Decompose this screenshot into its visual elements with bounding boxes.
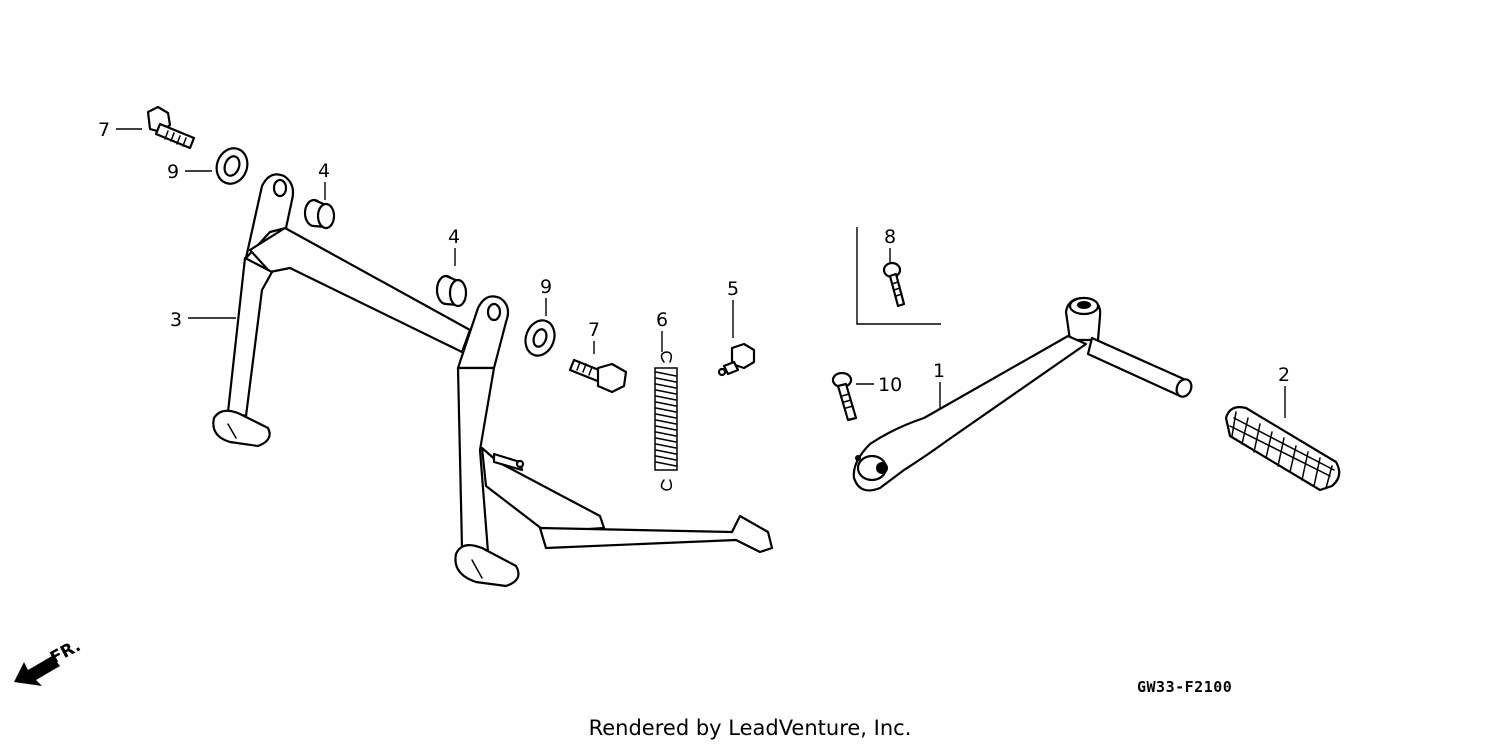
diagram-code: GW33-F2100 — [1137, 678, 1233, 696]
callout-4-upper[interactable]: 4 — [318, 160, 330, 200]
svg-text:7: 7 — [98, 119, 110, 141]
washer-left-icon — [215, 147, 249, 185]
callout-3[interactable]: 3 — [170, 309, 236, 331]
svg-text:9: 9 — [540, 276, 552, 298]
svg-text:2: 2 — [1278, 364, 1290, 386]
svg-text:4: 4 — [318, 160, 330, 182]
stand-collar-upper-icon — [303, 198, 336, 230]
svg-text:8: 8 — [884, 226, 896, 248]
callout-7-left[interactable]: 7 — [98, 119, 142, 141]
kick-lever-icon — [852, 296, 1193, 492]
kick-lever-bolt-icon — [882, 261, 906, 308]
spring-hook-bolt-icon — [717, 342, 756, 377]
stand-collar-lower-icon — [435, 274, 468, 308]
stand-bolt-left-icon — [146, 105, 196, 150]
callout-9-left[interactable]: 9 — [167, 161, 212, 183]
callout-2[interactable]: 2 — [1278, 364, 1290, 418]
svg-text:10: 10 — [878, 374, 902, 396]
callout-9-right[interactable]: 9 — [540, 276, 552, 316]
group-bracket — [856, 227, 941, 325]
kick-rubber-icon — [1224, 406, 1341, 492]
svg-text:6: 6 — [656, 309, 668, 331]
callout-8[interactable]: 8 — [884, 226, 896, 262]
callout-6[interactable]: 6 — [656, 309, 668, 352]
callout-5[interactable]: 5 — [727, 278, 739, 338]
callout-10[interactable]: 10 — [856, 374, 902, 396]
washer-right-icon — [524, 319, 556, 357]
front-direction-arrow-icon: FR. — [14, 636, 84, 686]
svg-text:4: 4 — [448, 226, 460, 248]
svg-text:9: 9 — [167, 161, 179, 183]
pinch-bolt-icon — [831, 371, 858, 422]
callout-7-right[interactable]: 7 — [588, 319, 600, 354]
stand-bolt-right-icon — [568, 358, 628, 394]
main-stand-icon — [212, 173, 774, 588]
callout-4-lower[interactable]: 4 — [448, 226, 460, 266]
svg-text:7: 7 — [588, 319, 600, 341]
svg-text:5: 5 — [727, 278, 739, 300]
svg-text:3: 3 — [170, 309, 182, 331]
callout-1[interactable]: 1 — [933, 360, 945, 412]
return-spring-icon — [654, 351, 678, 491]
render-credit: Rendered by LeadVenture, Inc. — [588, 716, 912, 740]
svg-text:1: 1 — [933, 360, 945, 382]
